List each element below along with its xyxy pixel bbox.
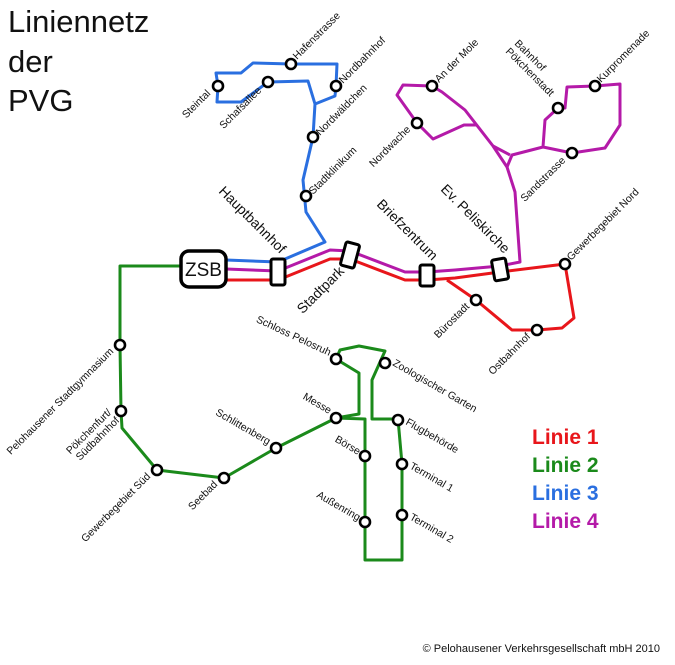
- station-nordbahnhof[interactable]: [329, 79, 343, 93]
- label-steintal: Steintal: [180, 88, 213, 121]
- label-messe: Messe: [301, 391, 334, 417]
- label-zoologischer-garten: Zoologischer Garten: [391, 357, 480, 415]
- station-messe[interactable]: [329, 411, 343, 425]
- line-4-branch: [505, 82, 622, 168]
- line-2-path: [118, 264, 404, 562]
- line-3-path: [214, 61, 339, 264]
- label-nordwaeldchen: Nordwäldchen: [314, 82, 370, 138]
- label-gewerbegebiet-nord: Gewerbegebiet Nord: [565, 186, 642, 263]
- station-buerostadt[interactable]: [469, 293, 483, 307]
- label-ostbahnhof: Ostbahnhof: [486, 331, 533, 378]
- label-buerostadt: Bürostadt: [432, 301, 472, 341]
- station-kurpromenade[interactable]: [588, 79, 602, 93]
- station-stadtklinikum[interactable]: [299, 189, 313, 203]
- station-schloss-pelosruh[interactable]: [329, 352, 343, 366]
- legend-linie-1: Linie 1: [532, 426, 599, 449]
- label-stadtklinikum: Stadtklinikum: [307, 144, 360, 197]
- station-gewerbegebiet-sued[interactable]: [150, 463, 164, 477]
- station-boerse[interactable]: [358, 449, 372, 463]
- station-zoologischer-garten[interactable]: [378, 356, 392, 370]
- station-schlittenberg[interactable]: [269, 441, 283, 455]
- stations: [113, 57, 602, 529]
- label-schlittenberg: Schlittenberg: [213, 407, 272, 448]
- station-gewerbegebiet-nord[interactable]: [558, 257, 572, 271]
- title-line-3: PVG: [8, 83, 73, 118]
- zsb-label: ZSB: [185, 260, 222, 281]
- station-terminal-2[interactable]: [395, 508, 409, 522]
- title-line-1: Liniennetz: [8, 4, 149, 39]
- label-hauptbahnhof: Hauptbahnhof: [216, 183, 290, 257]
- station-an-der-mole[interactable]: [425, 79, 439, 93]
- legend-linie-4: Linie 4: [532, 510, 599, 533]
- interchange-briefzentrum[interactable]: [418, 263, 436, 288]
- label-briefzentrum: Briefzentrum: [374, 196, 441, 263]
- station-nordwaeldchen[interactable]: [306, 130, 320, 144]
- station-sandstrasse[interactable]: [565, 146, 579, 160]
- label-schafsallee: Schafsallee: [217, 85, 264, 132]
- title-line-2: der: [8, 44, 53, 79]
- label-seebad: Seebad: [186, 479, 220, 513]
- interchange-peliskirche[interactable]: [490, 256, 510, 283]
- label-boerse: Börse: [333, 433, 363, 457]
- station-steintal[interactable]: [211, 79, 225, 93]
- label-nordbahnhof: Nordbahnhof: [337, 35, 388, 86]
- label-kurpromenade: Kurpromenade: [595, 27, 653, 85]
- legend: Linie 1 Linie 2 Linie 3 Linie 4: [532, 426, 599, 533]
- label-schloss-pelosruh: Schloss Pelosruh: [254, 314, 333, 359]
- label-an-der-mole: An der Mole: [433, 36, 482, 85]
- label-nordwache: Nordwache: [367, 124, 413, 170]
- station-stadtgymnasium[interactable]: [113, 338, 127, 352]
- label-hafenstrasse: Hafenstrasse: [291, 10, 343, 62]
- label-sandstrasse: Sandstrasse: [518, 155, 568, 205]
- label-gewerbegebiet-sued: Gewerbegebiet Süd: [79, 471, 153, 545]
- station-poekchenfurt[interactable]: [114, 404, 128, 418]
- label-aussenring: Außenring: [315, 489, 363, 524]
- station-flugbehoerde[interactable]: [391, 413, 405, 427]
- legend-linie-3: Linie 3: [532, 482, 599, 505]
- station-seebad[interactable]: [217, 471, 231, 485]
- label-peliskirche: Ev. Peliskirche: [438, 181, 514, 257]
- station-aussenring[interactable]: [358, 515, 372, 529]
- legend-linie-2: Linie 2: [532, 454, 599, 477]
- station-hafenstrasse[interactable]: [284, 57, 298, 71]
- label-terminal-2: Terminal 2: [408, 511, 456, 546]
- label-terminal-1: Terminal 1: [408, 460, 456, 495]
- interchange-hauptbahnhof[interactable]: [269, 257, 287, 287]
- station-ostbahnhof[interactable]: [530, 323, 544, 337]
- copyright: © Pelohausener Verkehrsgesellschaft mbH …: [423, 643, 660, 655]
- label-flugbehoerde: Flugbehörde: [404, 416, 461, 456]
- line-4-link: [492, 144, 511, 157]
- station-nordwache[interactable]: [410, 116, 424, 130]
- station-bahnhof-poekchenstadt[interactable]: [551, 101, 565, 115]
- station-schafsallee[interactable]: [261, 75, 275, 89]
- interchange-stadtpark[interactable]: [339, 240, 361, 270]
- zsb-hub[interactable]: [179, 249, 228, 289]
- station-terminal-1[interactable]: [395, 457, 409, 471]
